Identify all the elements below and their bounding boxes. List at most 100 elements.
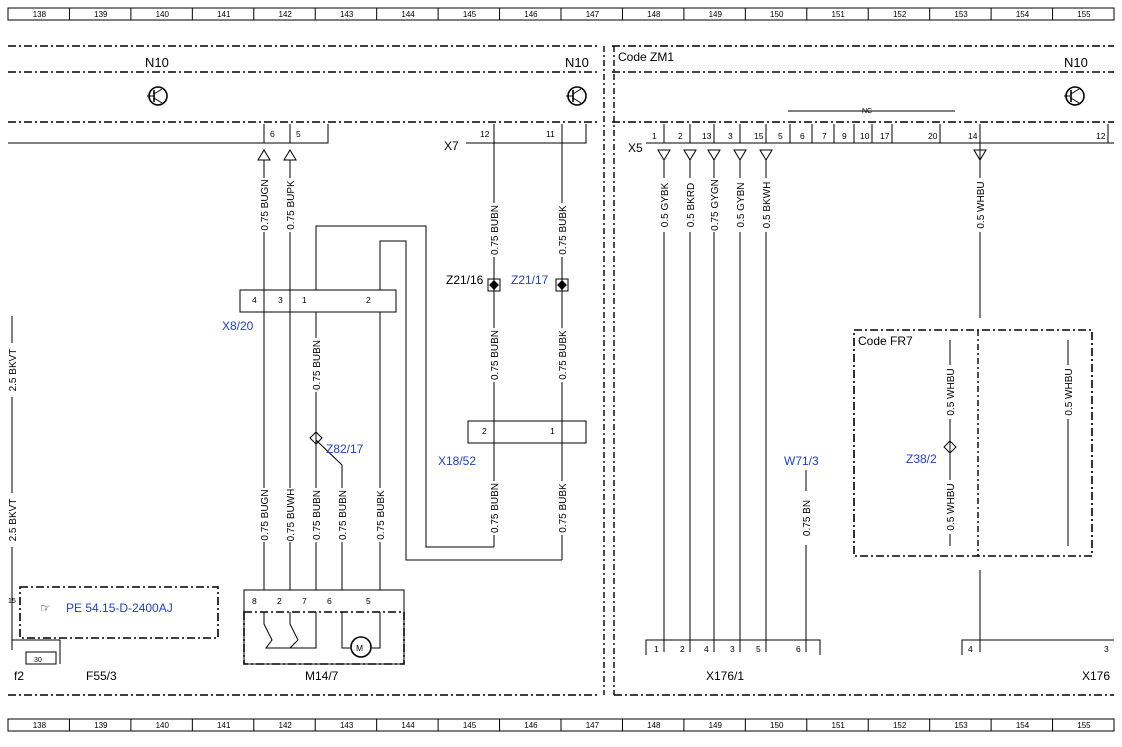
ruler-number: 155 bbox=[1077, 721, 1091, 730]
z82-17-label[interactable]: Z82/17 bbox=[326, 442, 364, 456]
wire-label: 0.75 BUWH bbox=[286, 489, 297, 542]
pin-8: 8 bbox=[252, 596, 257, 606]
motor-icon bbox=[350, 636, 372, 658]
x176-pin: 2 bbox=[680, 644, 685, 654]
x5-pin: 17 bbox=[880, 131, 890, 141]
motor-label: M bbox=[356, 643, 363, 653]
z21-17-label[interactable]: Z21/17 bbox=[511, 273, 549, 287]
wire-label: 0.75 BUBN bbox=[312, 340, 323, 390]
ruler-number: 152 bbox=[893, 10, 907, 19]
ruler-number: 146 bbox=[524, 721, 538, 730]
x5-pin: 12 bbox=[1096, 131, 1106, 141]
pin-1: 1 bbox=[302, 295, 307, 305]
x5-pin: 1 bbox=[652, 131, 657, 141]
f55-3-label: F55/3 bbox=[86, 669, 117, 683]
ruler-number: 148 bbox=[647, 721, 661, 730]
ruler-number: 153 bbox=[954, 10, 968, 19]
x176-pin: 4 bbox=[704, 644, 709, 654]
ruler-number: 139 bbox=[94, 10, 108, 19]
pin-2: 2 bbox=[482, 426, 487, 436]
wire-label: 0.75 BUBK bbox=[376, 490, 387, 540]
ruler-number: 154 bbox=[1016, 10, 1030, 19]
arrow-icon bbox=[283, 149, 297, 161]
ruler-number: 155 bbox=[1077, 10, 1091, 19]
z38-2-label[interactable]: Z38/2 bbox=[906, 452, 937, 466]
x5-pin: 6 bbox=[800, 131, 805, 141]
arrow-icon bbox=[759, 149, 773, 161]
ruler-number: 142 bbox=[279, 721, 293, 730]
ruler-number: 141 bbox=[217, 721, 231, 730]
ruler-number: 153 bbox=[954, 721, 968, 730]
wire-label: 0.5 WHBU bbox=[1064, 368, 1075, 415]
x176-right-label: X176 bbox=[1082, 669, 1110, 683]
x5-pin: 13 bbox=[702, 131, 712, 141]
x8-20-label[interactable]: X8/20 bbox=[222, 319, 254, 333]
arrow-icon bbox=[733, 149, 747, 161]
wire-label: 0.75 BUGN bbox=[260, 179, 271, 230]
x5-pin: 15 bbox=[754, 131, 764, 141]
z82-17-splice: Z82/17 bbox=[309, 431, 364, 456]
n10-right-label: N10 bbox=[1064, 55, 1088, 70]
ruler-number: 150 bbox=[770, 721, 784, 730]
arrow-icon bbox=[707, 149, 721, 161]
wire-label: 0.75 BUBK bbox=[558, 330, 569, 380]
x5-pin: 7 bbox=[822, 131, 827, 141]
wire-labels: 0.75 BUGN 0.75 BUPK 0.75 BUBN 0.75 BUBK 0.75… bbox=[6, 178, 1075, 547]
x5-pin: 5 bbox=[778, 131, 783, 141]
ruler-number: 151 bbox=[832, 721, 846, 730]
x5-label: X5 bbox=[628, 141, 643, 155]
ruler-number: 140 bbox=[156, 721, 170, 730]
x176-pin: 6 bbox=[796, 644, 801, 654]
ruler-number: 145 bbox=[463, 10, 477, 19]
wire-label: 0.75 BUBN bbox=[490, 483, 501, 533]
pin-5: 5 bbox=[296, 129, 301, 139]
ruler-number: 142 bbox=[279, 10, 293, 19]
w71-3-label[interactable]: W71/3 bbox=[784, 454, 819, 468]
ruler-number: 148 bbox=[647, 10, 661, 19]
m14-7-component: 8 2 7 6 5 M M14/7 bbox=[243, 589, 405, 683]
pin-1: 1 bbox=[550, 426, 555, 436]
x176-pin: 5 bbox=[756, 644, 761, 654]
x5-pin: 10 bbox=[860, 131, 870, 141]
x176-pin: 3 bbox=[730, 644, 735, 654]
x5-pin: 14 bbox=[968, 131, 978, 141]
x8-20-connector: 4 3 1 2 X8/20 bbox=[222, 289, 397, 333]
hand-pointer-icon: ☞ bbox=[40, 601, 51, 615]
x18-52-connector: 2 1 X18/52 bbox=[438, 420, 587, 468]
ruler-number: 145 bbox=[463, 721, 477, 730]
f2-label: f2 bbox=[14, 669, 24, 683]
ruler-number: 147 bbox=[586, 721, 600, 730]
wire-label: 2.5 BKVT bbox=[8, 499, 19, 542]
pin-15: 15 bbox=[8, 598, 16, 605]
wire-label: 0.75 BUBN bbox=[338, 490, 349, 540]
wire-label: 0.75 BUBK bbox=[558, 205, 569, 255]
ruler-number: 150 bbox=[770, 10, 784, 19]
x5-pin: 9 bbox=[842, 131, 847, 141]
wire-label: 0.75 BN bbox=[802, 500, 813, 536]
ruler-number: 151 bbox=[832, 10, 846, 19]
ruler-number: 138 bbox=[33, 721, 47, 730]
wire-label: 0.5 WHBU bbox=[976, 181, 987, 228]
pin-5: 5 bbox=[366, 596, 371, 606]
arrow-icon bbox=[657, 149, 671, 161]
ruler-number: 154 bbox=[1016, 721, 1030, 730]
arrow-icon bbox=[257, 149, 271, 161]
ref-link[interactable]: PE 54.15-D-2400AJ bbox=[66, 601, 173, 615]
ruler-number: 152 bbox=[893, 721, 907, 730]
ruler-number: 140 bbox=[156, 10, 170, 19]
fuse-value: 30 bbox=[34, 657, 42, 664]
ruler-number: 138 bbox=[33, 10, 47, 19]
x18-52-label[interactable]: X18/52 bbox=[438, 454, 476, 468]
w71-3-ground: W71/3 bbox=[784, 454, 819, 652]
wire-label: 0.75 BUPK bbox=[286, 180, 297, 230]
transistor-icon bbox=[147, 86, 168, 106]
ruler-number: 149 bbox=[709, 721, 723, 730]
pin-11: 11 bbox=[546, 129, 555, 139]
wire-label: 0.75 BUBN bbox=[312, 490, 323, 540]
pin-6: 6 bbox=[327, 596, 332, 606]
